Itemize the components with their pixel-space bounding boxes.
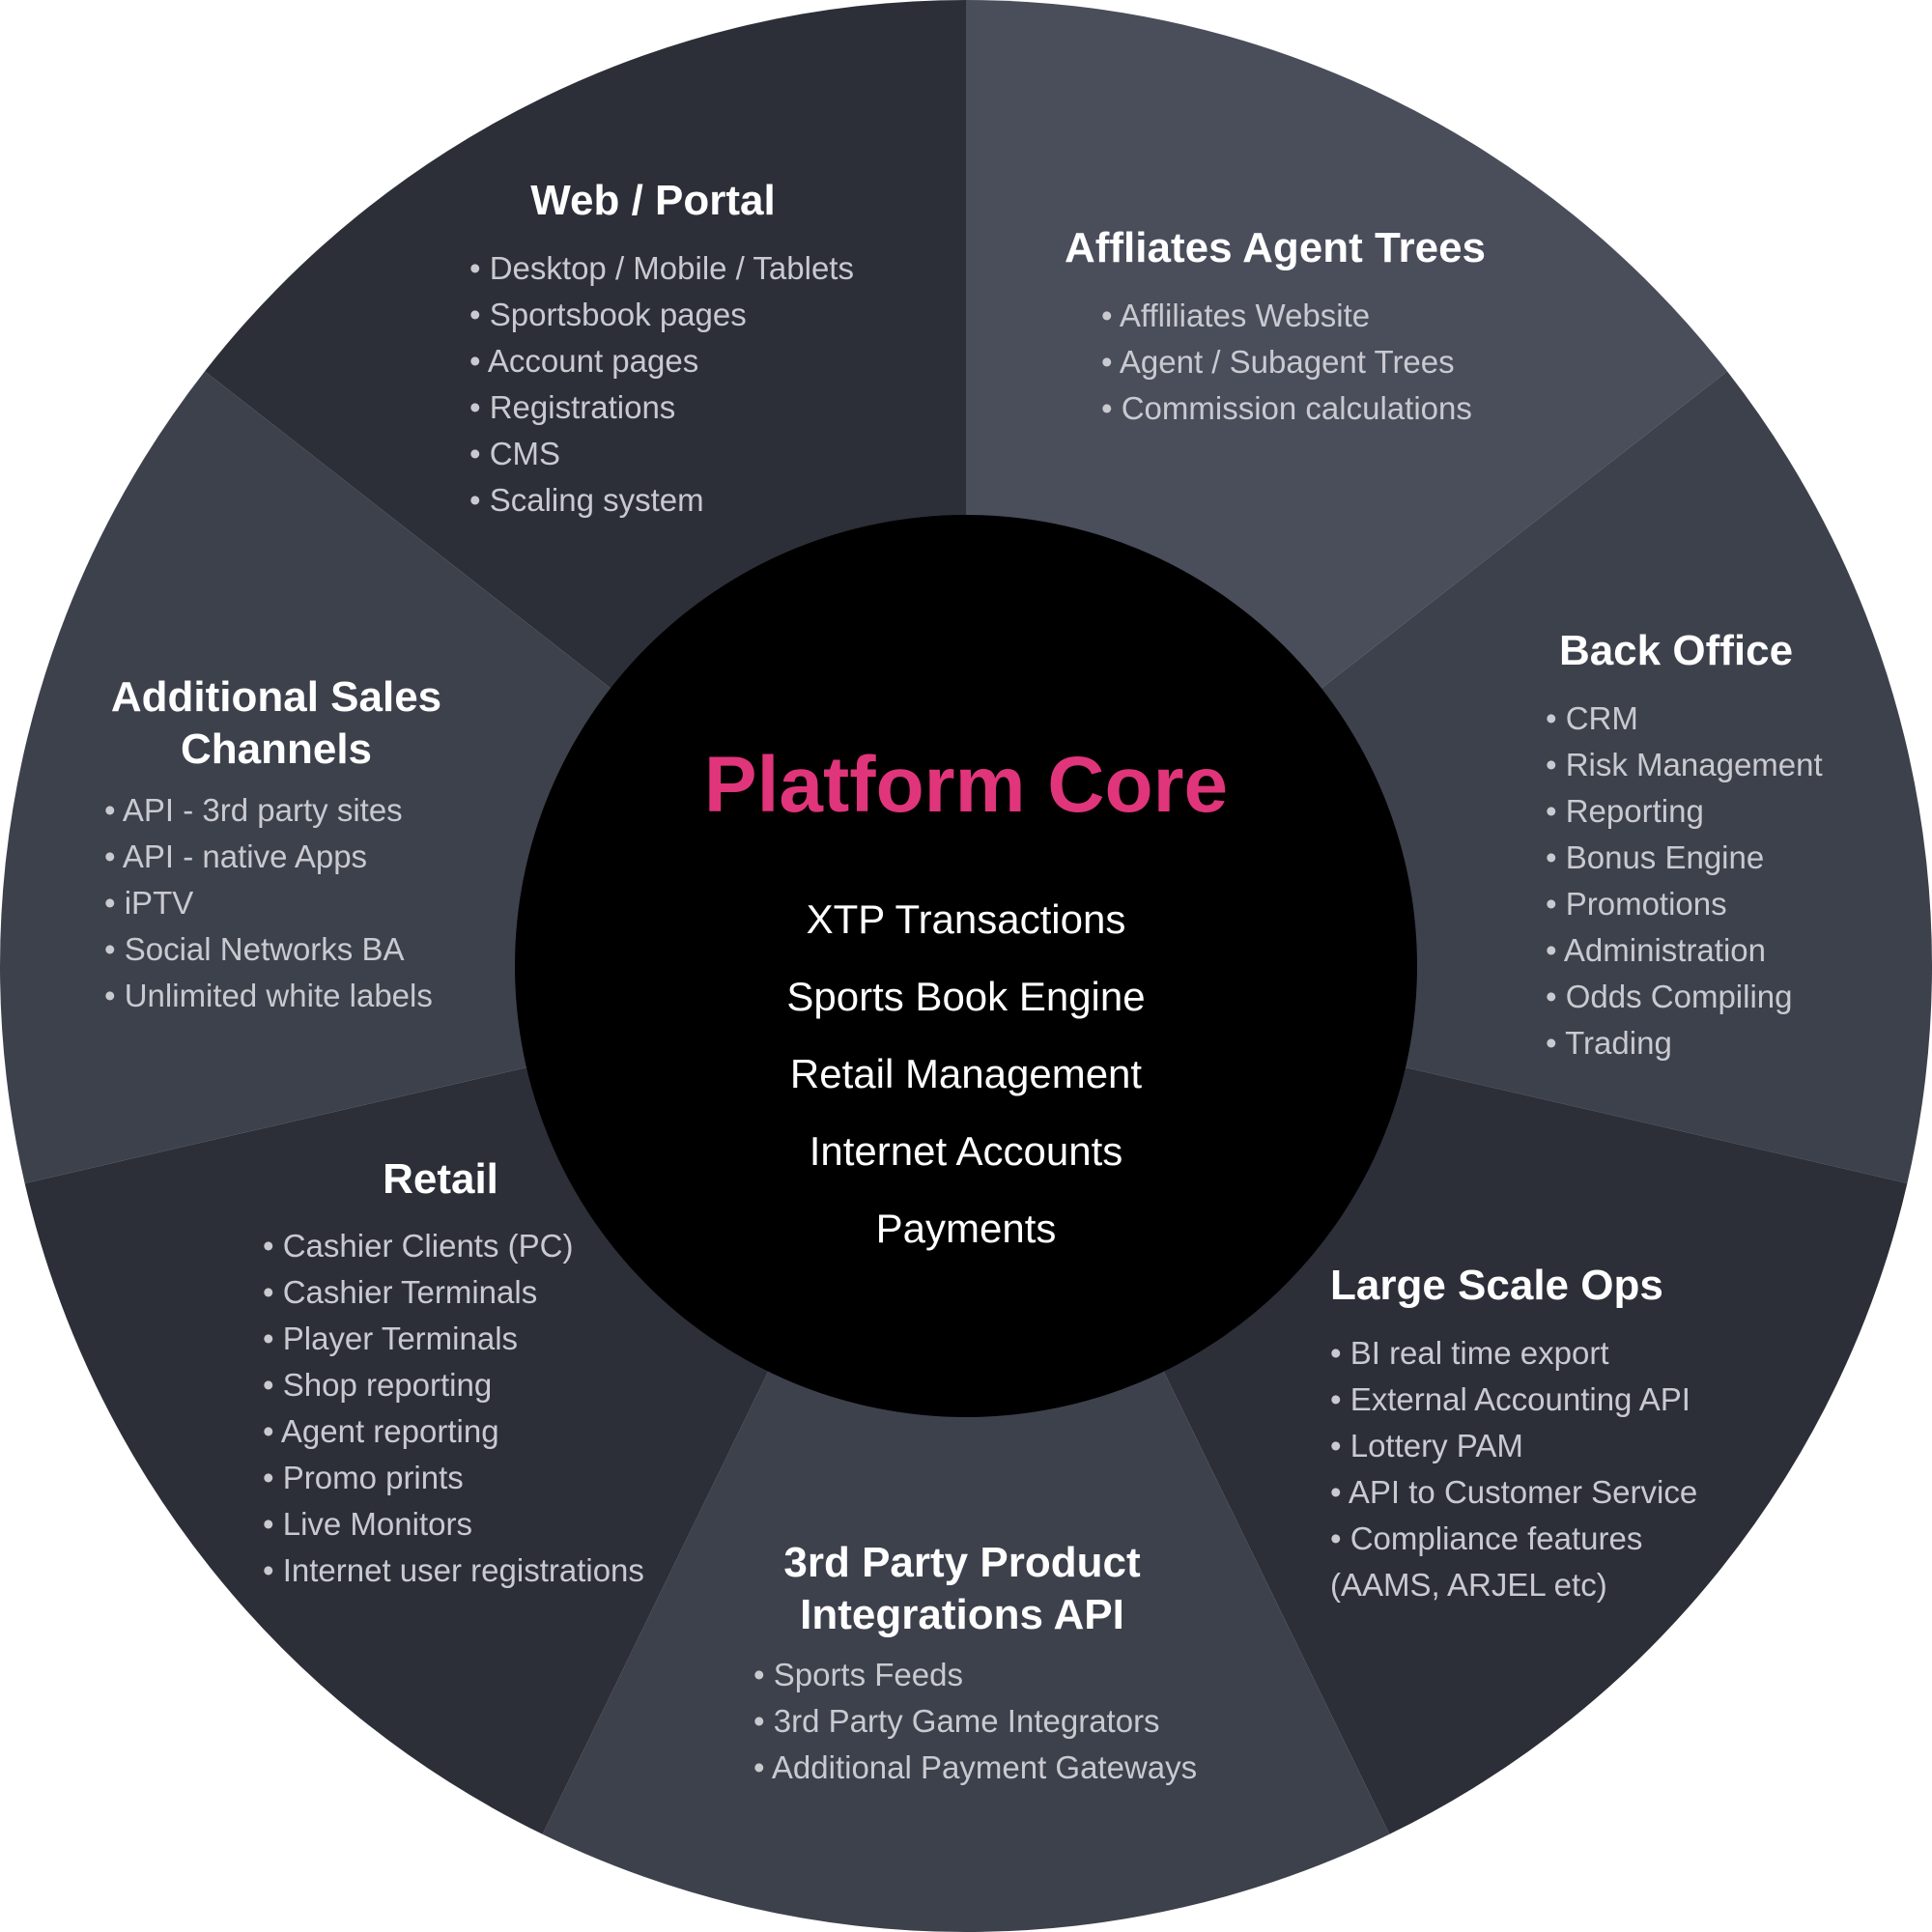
- segment-item-large-scale-ops: • External Accounting API: [1330, 1381, 1690, 1417]
- segment-item-large-scale-ops: • API to Customer Service: [1330, 1474, 1697, 1510]
- segment-title-additional-sales: Channels: [181, 725, 372, 773]
- segment-item-back-office: • Trading: [1546, 1025, 1672, 1061]
- segment-item-large-scale-ops: • Compliance features: [1330, 1520, 1642, 1556]
- segment-item-large-scale-ops: (AAMS, ARJEL etc): [1330, 1567, 1607, 1603]
- segment-item-retail: • Promo prints: [263, 1460, 464, 1495]
- segment-title-back-office: Back Office: [1559, 627, 1793, 674]
- segment-title-web-portal: Web / Portal: [530, 177, 775, 224]
- segment-item-back-office: • Administration: [1546, 932, 1766, 968]
- segment-item-retail: • Cashier Terminals: [263, 1274, 537, 1310]
- segment-item-additional-sales: • Unlimited white labels: [104, 978, 433, 1013]
- segment-title-third-party: 3rd Party Product: [783, 1539, 1141, 1586]
- segment-item-large-scale-ops: • BI real time export: [1330, 1335, 1609, 1371]
- segment-item-retail: • Shop reporting: [263, 1367, 492, 1403]
- segment-item-retail: • Cashier Clients (PC): [263, 1228, 573, 1264]
- segment-item-web-portal: • Registrations: [469, 389, 675, 425]
- segment-item-retail: • Player Terminals: [263, 1321, 518, 1356]
- platform-core-circle: [515, 515, 1417, 1417]
- segment-item-retail: • Live Monitors: [263, 1506, 472, 1542]
- segment-item-back-office: • Reporting: [1546, 793, 1704, 829]
- segment-item-back-office: • Bonus Engine: [1546, 839, 1764, 875]
- segment-item-web-portal: • Desktop / Mobile / Tablets: [469, 250, 854, 286]
- segment-item-additional-sales: • API - 3rd party sites: [104, 792, 403, 828]
- segment-item-retail: • Agent reporting: [263, 1413, 499, 1449]
- core-item: Retail Management: [790, 1051, 1143, 1096]
- segment-item-large-scale-ops: • Lottery PAM: [1330, 1428, 1523, 1463]
- core-title: Platform Core: [704, 741, 1228, 829]
- segment-item-web-portal: • CMS: [469, 436, 560, 471]
- segment-item-web-portal: • Scaling system: [469, 482, 704, 518]
- segment-item-back-office: • Odds Compiling: [1546, 979, 1793, 1014]
- segment-item-back-office: • CRM: [1546, 700, 1638, 736]
- segment-title-affiliates: Affliates Agent Trees: [1065, 224, 1486, 271]
- segment-title-large-scale-ops: Large Scale Ops: [1330, 1262, 1663, 1309]
- core-item: Payments: [876, 1206, 1057, 1251]
- segment-item-additional-sales: • API - native Apps: [104, 838, 367, 874]
- segment-title-additional-sales: Additional Sales: [111, 673, 441, 721]
- segment-item-web-portal: • Account pages: [469, 343, 698, 379]
- segment-item-additional-sales: • Social Networks BA: [104, 931, 405, 967]
- segment-item-back-office: • Risk Management: [1546, 747, 1823, 782]
- segment-title-third-party: Integrations API: [800, 1591, 1124, 1638]
- segment-item-retail: • Internet user registrations: [263, 1552, 644, 1588]
- segment-item-affiliates: • Affliliates Website: [1101, 298, 1370, 333]
- segment-labels: Web / Portal • Desktop / Mobile / Tablets…: [104, 177, 1823, 1785]
- segment-item-back-office: • Promotions: [1546, 886, 1727, 922]
- core-item: XTP Transactions: [807, 896, 1126, 942]
- segment-item-third-party: • 3rd Party Game Integrators: [753, 1703, 1160, 1739]
- core-item: Sports Book Engine: [786, 974, 1145, 1019]
- segment-item-third-party: • Sports Feeds: [753, 1657, 963, 1692]
- segment-item-additional-sales: • iPTV: [104, 885, 193, 921]
- segment-item-affiliates: • Commission calculations: [1101, 390, 1472, 426]
- segment-item-third-party: • Additional Payment Gateways: [753, 1749, 1197, 1785]
- segment-third-party: [542, 966, 1390, 1932]
- core-item: Internet Accounts: [810, 1128, 1123, 1174]
- segment-item-affiliates: • Agent / Subagent Trees: [1101, 344, 1455, 380]
- segment-item-web-portal: • Sportsbook pages: [469, 297, 747, 332]
- segment-title-retail: Retail: [383, 1155, 498, 1203]
